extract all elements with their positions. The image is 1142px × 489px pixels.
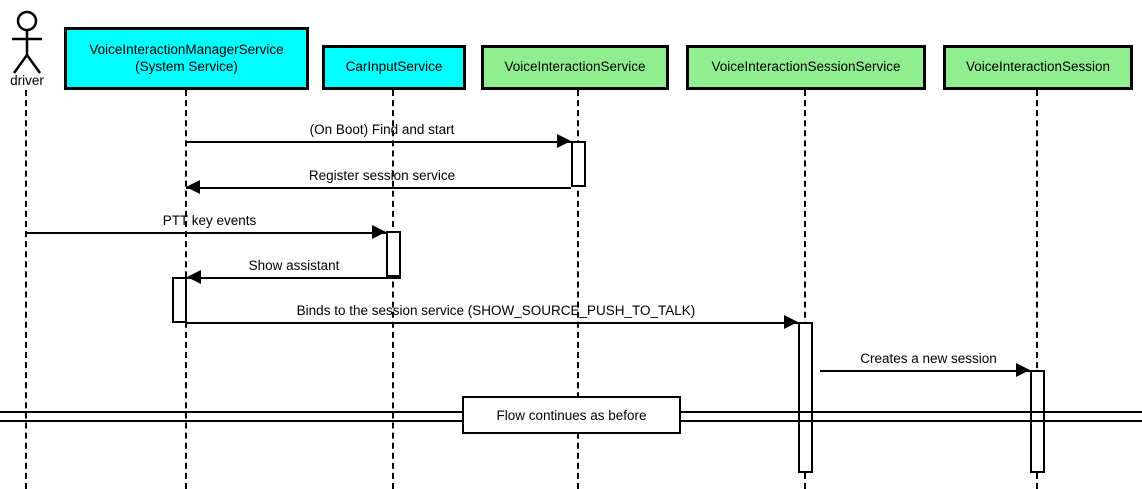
- arrowhead-creates-a-new-session: [1016, 363, 1030, 377]
- lifeline-vis: [577, 90, 579, 489]
- activation-bar-viss: [798, 322, 813, 473]
- message-line-show-assistant: [187, 277, 401, 279]
- message-label-on-boot-find-and-start: (On Boot) Find and start: [309, 122, 455, 137]
- message-line-on-boot-find-and-start: [186, 141, 571, 143]
- activation-bar-carinput: [386, 231, 401, 277]
- message-line-creates-a-new-session: [820, 370, 1030, 372]
- participant-box-visession[interactable]: VoiceInteractionSession: [943, 45, 1133, 90]
- message-line-register-session-service: [186, 187, 571, 189]
- participant-box-vims[interactable]: VoiceInteractionManagerService (System S…: [64, 27, 309, 90]
- lifeline-carinput: [392, 90, 394, 489]
- participant-label-carinput: CarInputService: [345, 59, 443, 75]
- message-label-ptt-key-events: PTT key events: [162, 213, 257, 228]
- arrowhead-binds-to-session-service: [784, 315, 798, 329]
- participant-label-visession: VoiceInteractionSession: [965, 59, 1111, 75]
- participant-label-vims-line1: VoiceInteractionManagerService: [89, 41, 284, 57]
- message-line-ptt-key-events: [26, 232, 386, 234]
- lifeline-driver: [25, 90, 27, 489]
- arrowhead-on-boot-find-and-start: [557, 134, 571, 148]
- arrowhead-ptt-key-events: [372, 225, 386, 239]
- message-label-binds-to-session-service: Binds to the session service (SHOW_SOURC…: [296, 303, 696, 318]
- lifeline-viss: [804, 90, 806, 489]
- participant-box-viss[interactable]: VoiceInteractionSessionService: [686, 45, 926, 90]
- arrowhead-show-assistant: [187, 270, 201, 284]
- stick-figure-icon: [12, 10, 42, 74]
- participant-label-vims-line2: (System Service): [135, 58, 238, 74]
- activation-bar-vis: [571, 141, 586, 187]
- participant-box-vis[interactable]: VoiceInteractionService: [481, 45, 669, 90]
- participant-label-viss: VoiceInteractionSessionService: [711, 59, 901, 75]
- participant-box-carinput[interactable]: CarInputService: [322, 45, 466, 90]
- activation-bar-vims: [172, 277, 187, 323]
- divider-note-box: Flow continues as before: [462, 396, 681, 434]
- divider-note-label: Flow continues as before: [496, 407, 647, 423]
- participant-label-vis: VoiceInteractionService: [504, 59, 646, 75]
- message-label-show-assistant: Show assistant: [248, 258, 340, 273]
- lifeline-visession: [1036, 90, 1038, 489]
- message-line-binds-to-session-service: [187, 322, 798, 324]
- actor-driver-figure: [6, 10, 48, 75]
- message-label-register-session-service: Register session service: [308, 168, 456, 183]
- actor-driver-label: driver: [10, 73, 44, 88]
- arrowhead-register-session-service: [186, 180, 200, 194]
- message-label-creates-a-new-session: Creates a new session: [860, 351, 997, 366]
